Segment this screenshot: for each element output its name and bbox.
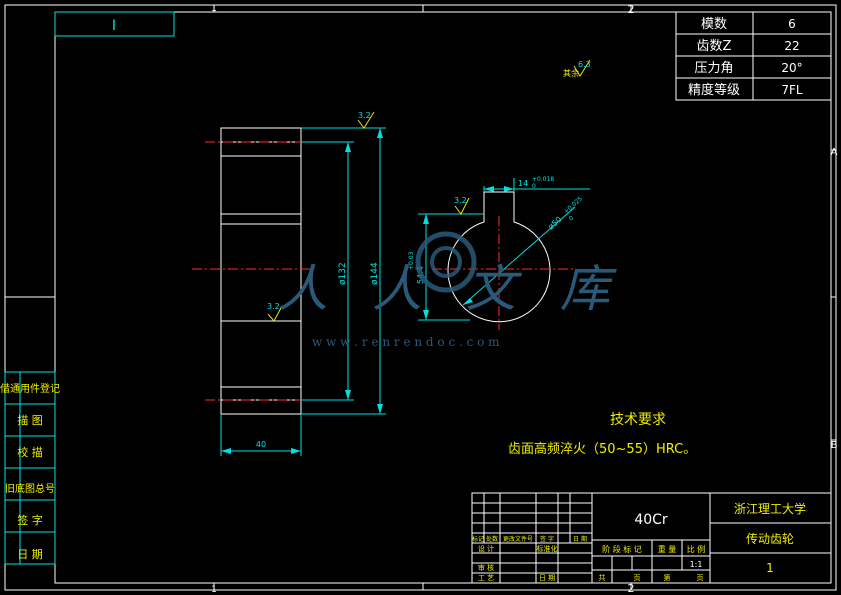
tb-header-mark: 标记 — [472, 535, 484, 543]
zone-top-1: 1 — [211, 4, 217, 14]
tb-sheet-label: 第 — [664, 573, 671, 582]
tb-ratio-label: 比 例 — [687, 544, 706, 554]
tb-page-unit-1: 页 — [634, 574, 641, 582]
dimension-d144 — [301, 127, 386, 415]
tech-line-1: 齿面高频淬火（50~55）HRC。 — [508, 441, 696, 457]
dim-key-width-tol-upper: +0.018 — [532, 176, 554, 183]
dim-bore-tol-lower: 0 — [568, 215, 576, 223]
hatch-lower — [220, 320, 302, 388]
dim-key-width-tol-lower: 0 — [532, 183, 536, 190]
side-label-0: 借通用件登记 — [0, 382, 60, 395]
tb-ratio-value: 1:1 — [690, 560, 703, 569]
tb-standard: 标准化 — [537, 544, 558, 553]
tb-material: 40Cr — [634, 512, 668, 528]
side-label-3: 旧底图总号 — [5, 482, 55, 495]
zone-right-a: A — [831, 147, 838, 158]
param-value-module: 6 — [788, 17, 796, 31]
title-block — [471, 492, 832, 584]
roughness-rest-label: 其余 — [563, 68, 579, 78]
tb-stage-label: 阶 段 标 记 — [602, 544, 642, 554]
dimension-key-depth — [418, 213, 484, 321]
tb-review: 审 核 — [478, 563, 494, 572]
tb-date-label: 日 期 — [539, 574, 555, 582]
tb-header-sign: 签 字 — [540, 535, 554, 543]
param-label-pressure-angle: 压力角 — [694, 61, 733, 76]
tb-header-date: 日 期 — [573, 535, 587, 543]
corner-code-box — [54, 11, 175, 37]
dim-d144-text: ø144 — [370, 262, 380, 285]
side-label-1: 描 图 — [17, 413, 43, 427]
dimension-bore — [462, 206, 576, 306]
tb-craft: 工 艺 — [478, 574, 494, 582]
zone-bottom-2: 2 — [628, 582, 635, 595]
tb-weight-label: 重 量 — [658, 544, 677, 554]
hatch-upper — [220, 155, 302, 215]
side-label-4: 签 字 — [17, 513, 43, 527]
tb-drawing-no: 1 — [766, 561, 774, 575]
zone-right-b: B — [831, 440, 838, 451]
dim-d132-text: ø132 — [338, 262, 348, 285]
dimension-key-width — [483, 178, 590, 192]
param-value-teeth: 22 — [784, 39, 799, 53]
roughness-top-value: 3.2 — [358, 111, 371, 120]
dimension-d132 — [301, 141, 354, 401]
roughness-keyway-value: 3.2 — [454, 196, 467, 205]
roughness-rest-symbol — [573, 59, 591, 77]
tech-title: 技术要求 — [610, 412, 666, 428]
roughness-keyway-symbol — [454, 197, 470, 215]
watermark-text: 人人文库 — [278, 260, 654, 318]
corner-code: I — [112, 18, 116, 34]
tb-part-name: 传动齿轮 — [746, 531, 794, 546]
param-label-module: 模数 — [701, 17, 727, 32]
tb-designer: 设 计 — [478, 544, 494, 553]
roughness-top-symbol — [357, 111, 375, 129]
dim-bore-tol-upper: +0.025 — [563, 195, 584, 215]
param-label-teeth: 齿数Z — [697, 39, 732, 54]
zone-ticks — [5, 5, 836, 590]
tb-school: 浙江理工大学 — [734, 501, 806, 516]
tb-sheet-unit: 页 — [697, 574, 704, 582]
param-value-accuracy: 7FL — [781, 83, 803, 97]
dim-width-text: 40 — [256, 440, 266, 449]
roughness-tooth-value: 3.2 — [267, 302, 280, 311]
side-label-5: 日 期 — [17, 548, 43, 561]
param-value-pressure-angle: 20° — [781, 61, 802, 75]
parameter-table — [675, 11, 832, 101]
dimension-width — [220, 414, 302, 456]
bore-view — [447, 191, 551, 323]
watermark-url: w w w . r e n r e n d o c . c o m — [312, 335, 500, 349]
dim-key-depth-tol-upper: +0.03 — [408, 251, 415, 270]
side-column — [4, 371, 56, 565]
zone-bottom-1: 1 — [211, 585, 217, 595]
roughness-rest-value: 6.3 — [578, 60, 591, 69]
tb-header-count: 处数 — [486, 535, 498, 543]
zone-top-2: 2 — [628, 3, 635, 16]
dim-key-width-text: 14 — [518, 179, 528, 188]
param-label-accuracy: 精度等级 — [688, 82, 740, 98]
tb-header-change-doc: 更改文件号 — [503, 535, 533, 543]
watermark-logo — [415, 231, 477, 293]
side-label-2: 校 描 — [17, 445, 43, 459]
tb-total-label: 共 — [599, 573, 606, 582]
dim-bore-text: ø50 — [546, 215, 563, 232]
roughness-tooth-symbol — [267, 305, 283, 322]
